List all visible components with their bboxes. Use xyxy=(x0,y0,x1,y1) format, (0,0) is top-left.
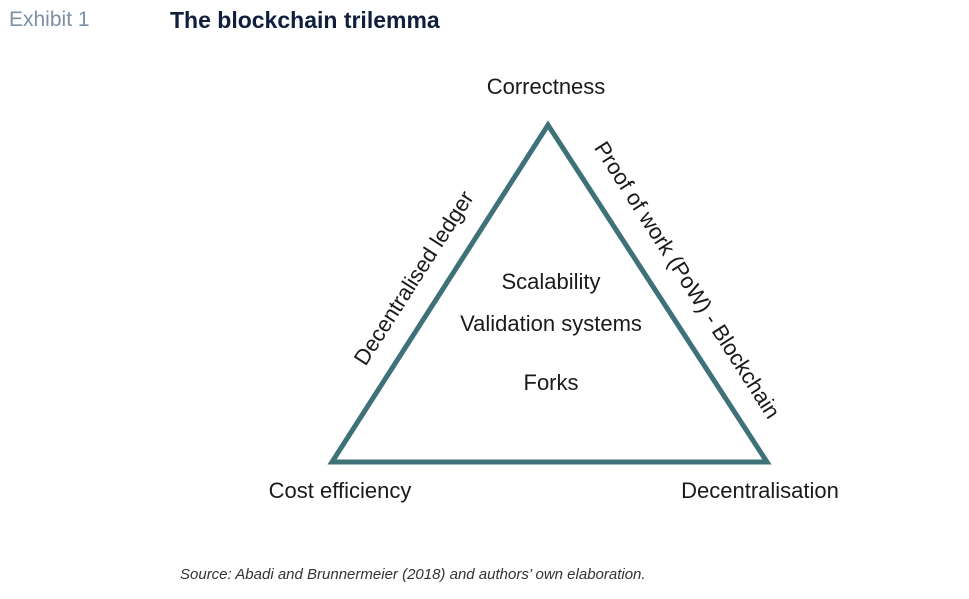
vertex-label-cost-efficiency: Cost efficiency xyxy=(269,478,412,503)
vertex-label-correctness: Correctness xyxy=(487,74,606,99)
exhibit-label: Exhibit 1 xyxy=(9,8,90,31)
center-item-validation-systems: Validation systems xyxy=(460,311,642,336)
edge-label-proof-of-work: Proof of work (PoW) - Blockchain xyxy=(589,137,785,423)
center-item-scalability: Scalability xyxy=(501,269,600,294)
center-item-forks: Forks xyxy=(524,370,579,395)
exhibit-title: The blockchain trilemma xyxy=(170,7,440,33)
source-note: Source: Abadi and Brunnermeier (2018) an… xyxy=(180,566,646,583)
vertex-label-decentralisation: Decentralisation xyxy=(681,478,839,503)
trilemma-triangle xyxy=(327,120,772,465)
edge-label-decentralised-ledger: Decentralised ledger xyxy=(349,186,479,369)
